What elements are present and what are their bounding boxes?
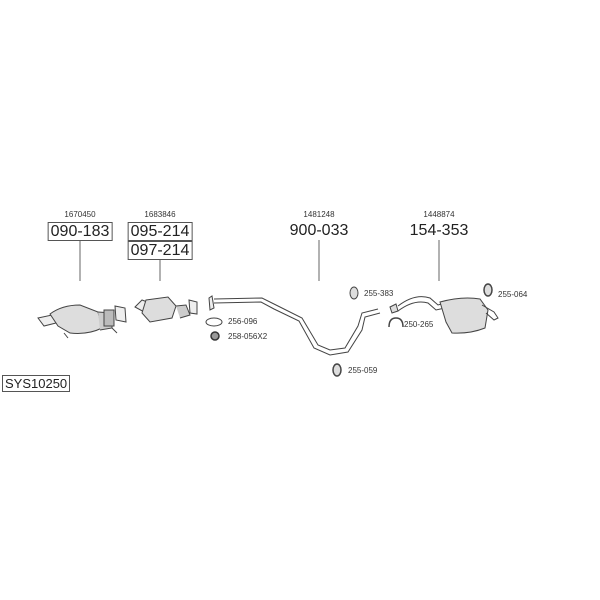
clamp-label[interactable]: 250-265 [404, 320, 434, 329]
part-ref: 1670450 [64, 210, 96, 219]
part-number[interactable]: 097-214 [127, 241, 193, 260]
hanger-icon [332, 363, 342, 377]
part-ref: 1448874 [423, 210, 455, 219]
part-number[interactable]: 090-183 [47, 222, 113, 241]
hanger-rear-label[interactable]: 255-064 [498, 290, 528, 299]
part-ref: 1481248 [303, 210, 335, 219]
nut-icon [210, 331, 220, 341]
nut-label[interactable]: 258-056X2 [228, 332, 268, 341]
catalyst-dpf-part [134, 296, 198, 323]
part-number[interactable]: 154-353 [409, 222, 469, 239]
clamp-icon [388, 317, 404, 328]
diagram-id: SYS10250 [2, 375, 71, 392]
part-number[interactable]: 095-214 [127, 222, 193, 241]
middle-pipe-part [208, 295, 381, 356]
part-ref: 1683846 [144, 210, 176, 219]
part-number[interactable]: 900-033 [289, 222, 349, 239]
gasket-icon [205, 317, 223, 327]
hanger-icon [483, 283, 493, 297]
hanger-low-label[interactable]: 255-059 [348, 366, 378, 375]
hanger-mid-label[interactable]: 255-383 [364, 289, 394, 298]
rear-muffler-part [389, 296, 499, 334]
hanger-icon [349, 286, 359, 300]
gasket-label[interactable]: 256-096 [228, 317, 258, 326]
front-catalyst-part [37, 304, 127, 339]
